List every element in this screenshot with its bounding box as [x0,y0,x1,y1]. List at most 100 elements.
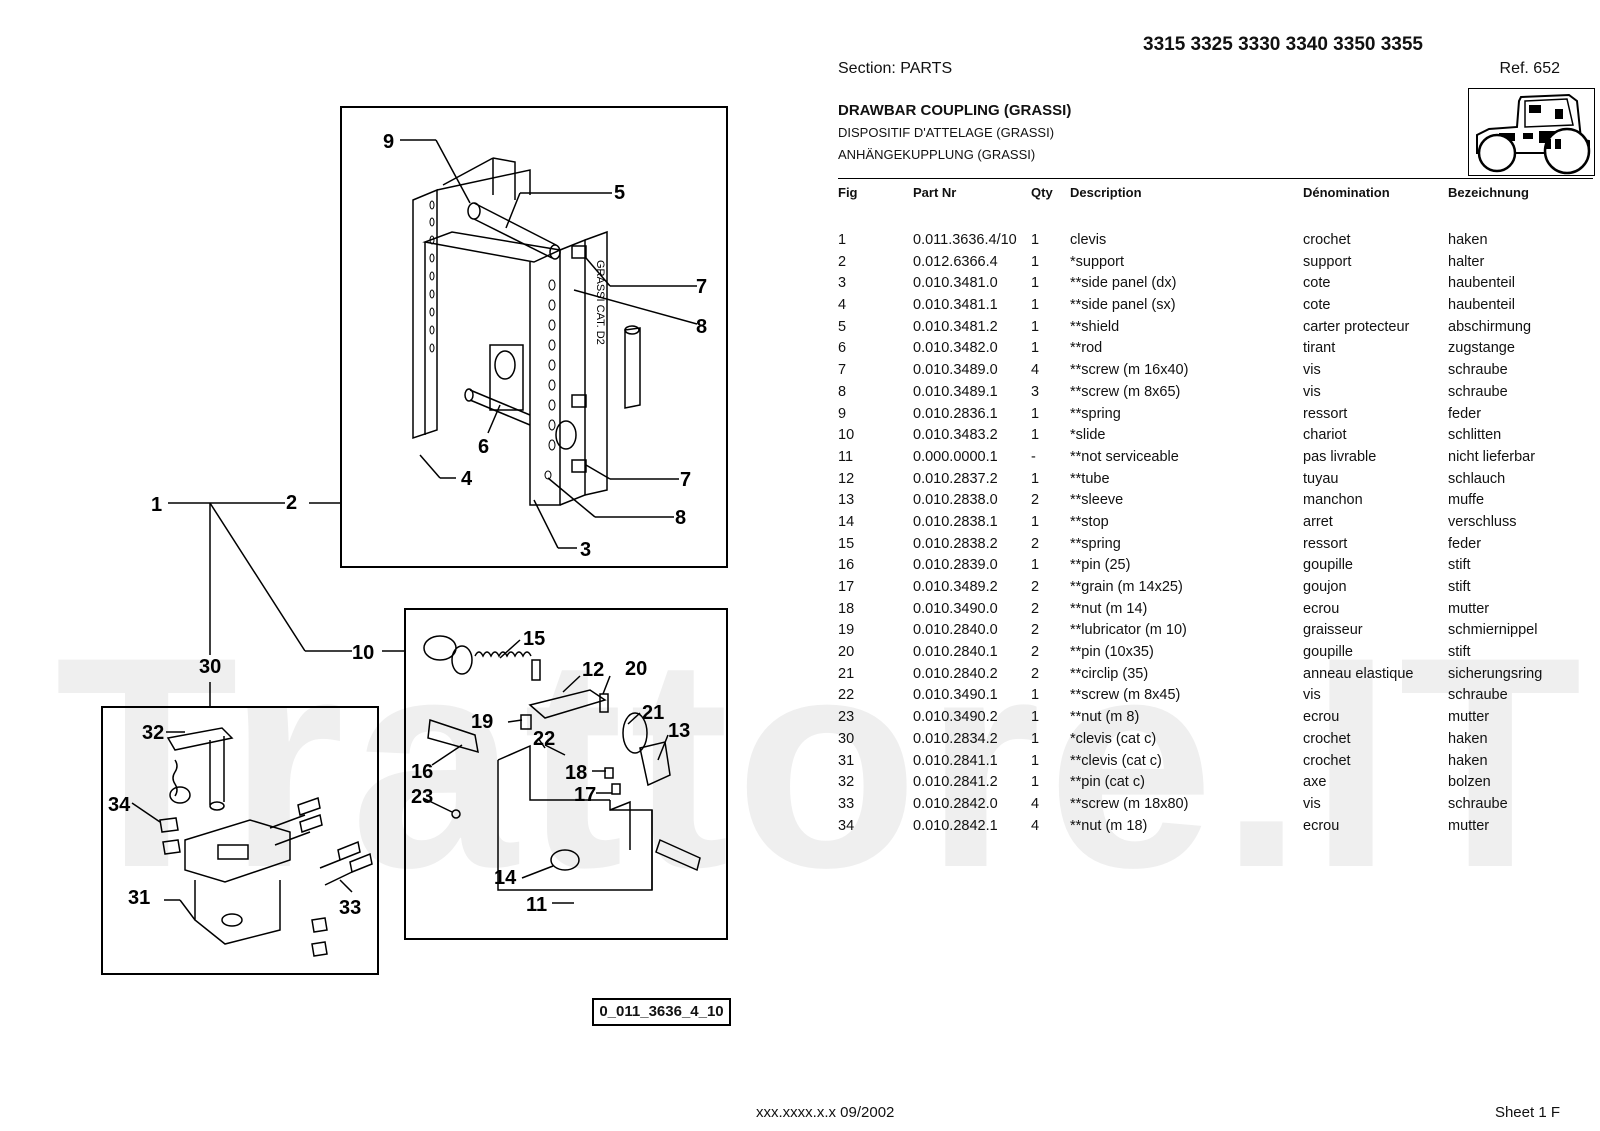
cell-description: **screw (m 8x45) [1070,687,1181,704]
cell-part-number: 0.010.3489.0 [913,362,998,379]
cell-denomination: ressort [1303,535,1348,552]
cell-bezeichnung: haken [1448,232,1488,248]
slide-assembly-frame [404,608,728,940]
cell-denomination: axe [1303,774,1327,791]
cell-fig: 23 [838,709,855,726]
page-title: DRAWBAR COUPLING (GRASSI) [838,102,1072,119]
cell-bezeichnung: stift [1448,579,1471,595]
cell-denomination: tuyau [1303,470,1339,487]
callout-23: 23 [411,786,433,808]
figure-code: 0_011_3636_4_10 [592,998,731,1026]
cell-fig: 32 [838,774,855,791]
cell-qty: 1 [1031,405,1040,422]
cell-part-number: 0.010.2838.2 [913,535,998,552]
cell-denomination: cote [1303,275,1331,292]
cell-description: **spring [1070,405,1121,422]
cell-fig: 14 [838,513,855,530]
cell-bezeichnung: schraube [1448,795,1508,812]
cell-fig: 16 [838,557,855,574]
cell-part-number: 0.010.2837.2 [913,470,998,487]
cell-denomination: manchon [1303,492,1363,509]
cell-part-number: 0.010.2841.1 [913,752,998,769]
cell-denomination: vis [1303,795,1321,812]
cell-denomination: goupille [1303,644,1353,661]
callout-18: 18 [565,762,587,784]
column-header-part: Part Nr [913,185,957,200]
cell-fig: 11 [838,448,854,465]
cell-bezeichnung: mutter [1448,817,1490,834]
cell-part-number: 0.010.2839.0 [913,557,998,574]
cell-description: **tube [1070,470,1110,487]
callout-17: 17 [574,784,596,806]
cell-bezeichnung: schlitten [1448,427,1502,444]
cell-part-number: 0.010.3482.0 [913,340,998,357]
cell-fig: 34 [838,817,855,834]
cell-fig: 6 [838,340,847,357]
cell-denomination: goujon [1303,579,1347,595]
cell-qty: 1 [1031,427,1040,444]
cell-fig: 13 [838,492,855,509]
reference-number: Ref. 652 [1499,60,1560,77]
cell-bezeichnung: nicht lieferbar [1448,448,1536,465]
cell-denomination: vis [1303,383,1321,400]
cell-qty: 2 [1031,665,1040,682]
parts-table-header: Fig Part Nr Qty Description Dénomination… [838,185,1598,203]
cell-denomination: arret [1303,513,1333,530]
tractor-thumbnail [1468,88,1595,176]
cell-qty: 1 [1031,557,1040,574]
cell-qty: 1 [1031,318,1040,335]
cell-qty: 4 [1031,795,1040,812]
column-header-qty: Qty [1031,185,1053,200]
cell-fig: 20 [838,644,855,661]
cell-fig: 10 [838,427,855,444]
cell-part-number: 0.011.3636.4/10 [913,232,1017,248]
cell-denomination: vis [1303,687,1321,704]
cell-bezeichnung: feder [1448,405,1482,422]
callout-11: 11 [526,894,547,916]
cell-part-number: 0.010.2842.1 [913,817,998,834]
cell-description: **not serviceable [1070,448,1179,465]
cell-denomination: carter protecteur [1303,318,1410,335]
cell-part-number: 0.010.3483.2 [913,427,998,444]
cell-description: **nut (m 14) [1070,600,1148,617]
part-marking: GRASSI CAT. D2 [594,260,606,345]
callout-34: 34 [108,794,131,816]
section-label: Section: PARTS [838,60,953,77]
table-header-rule [838,178,1593,179]
cell-bezeichnung: abschirmung [1448,318,1532,335]
cell-bezeichnung: halter [1448,253,1485,270]
cell-description: clevis [1070,232,1107,248]
callout-19: 19 [471,711,493,733]
callout-22: 22 [533,728,555,750]
exploded-diagram: 9 5 7 8 6 4 7 8 3 1 2 10 30 15 12 20 21 … [101,106,728,975]
callout-31: 31 [128,887,150,909]
cell-qty: 1 [1031,709,1040,726]
cell-qty: 1 [1031,232,1040,248]
cell-part-number: 0.010.2841.2 [913,774,998,791]
cell-bezeichnung: haubenteil [1448,275,1515,292]
cell-fig: 5 [838,318,847,335]
cell-description: **pin (25) [1070,557,1131,574]
cell-denomination: ecrou [1303,817,1340,834]
cell-qty: 1 [1031,752,1040,769]
cell-part-number: 0.010.3481.2 [913,318,998,335]
diagram-callouts: 9 5 7 8 6 4 7 8 3 1 2 10 30 15 12 20 21 … [108,131,707,919]
cell-denomination: cote [1303,297,1331,314]
cell-denomination: ecrou [1303,709,1340,726]
cell-description: **grain (m 14x25) [1070,579,1183,595]
cell-part-number: 0.010.2842.0 [913,795,998,812]
cell-part-number: 0.000.0000.1 [913,448,998,465]
cell-fig: 15 [838,535,855,552]
cell-part-number: 0.010.3490.1 [913,687,998,704]
cell-denomination: chariot [1303,427,1347,444]
